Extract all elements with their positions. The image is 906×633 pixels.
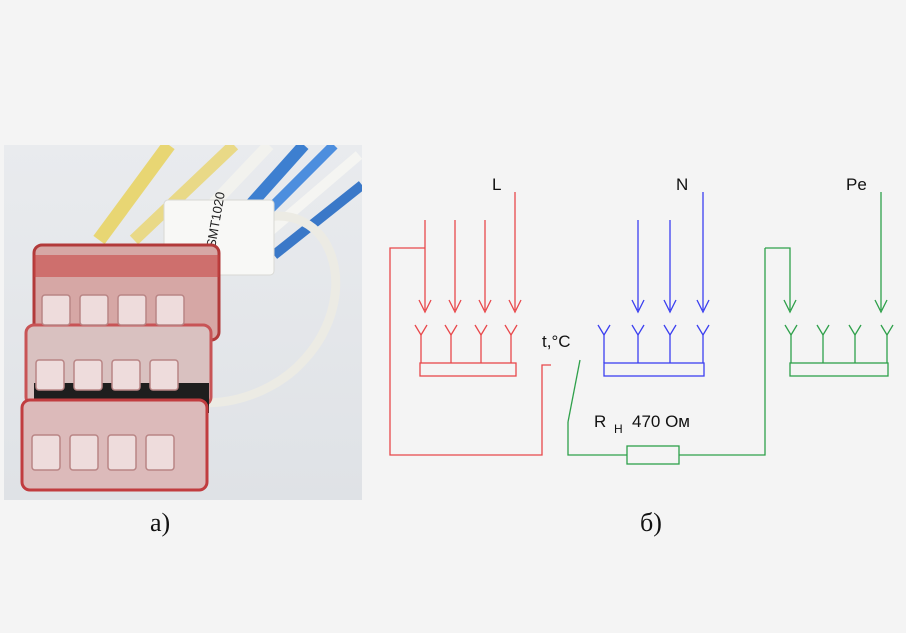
- photo-illustration: SMT1020: [20, 145, 362, 492]
- resistor-label-prefix: R: [594, 412, 606, 431]
- resistor-symbol: [626, 445, 680, 465]
- diagram-caption: б): [640, 508, 662, 537]
- phase-group: [389, 192, 551, 456]
- thermo-switch-contact: [567, 359, 581, 423]
- photo-caption: а): [150, 508, 171, 537]
- yellow-wire-2: [129, 145, 239, 245]
- connector-photo: SMT1020: [4, 145, 362, 500]
- yellow-wire: [93, 145, 175, 245]
- earth-label: Pe: [846, 175, 867, 194]
- phase-label: L: [492, 175, 501, 194]
- neutral-label: N: [676, 175, 688, 194]
- sensor-cable: [184, 211, 341, 408]
- wiring-diagram: L N Pe t,°C R Н 470 Ом: [370, 160, 906, 500]
- earth-group: [567, 192, 894, 465]
- resistor-label-value: 470 Ом: [632, 412, 690, 431]
- resistor-label-sub: Н: [614, 422, 623, 436]
- blue-wire-3: [270, 181, 362, 259]
- thermo-switch-label: t,°C: [542, 332, 571, 351]
- diagram-svg: L N Pe t,°C R Н 470 Ом: [389, 175, 894, 465]
- neutral-group: [597, 192, 710, 377]
- connector-stack: [20, 243, 221, 492]
